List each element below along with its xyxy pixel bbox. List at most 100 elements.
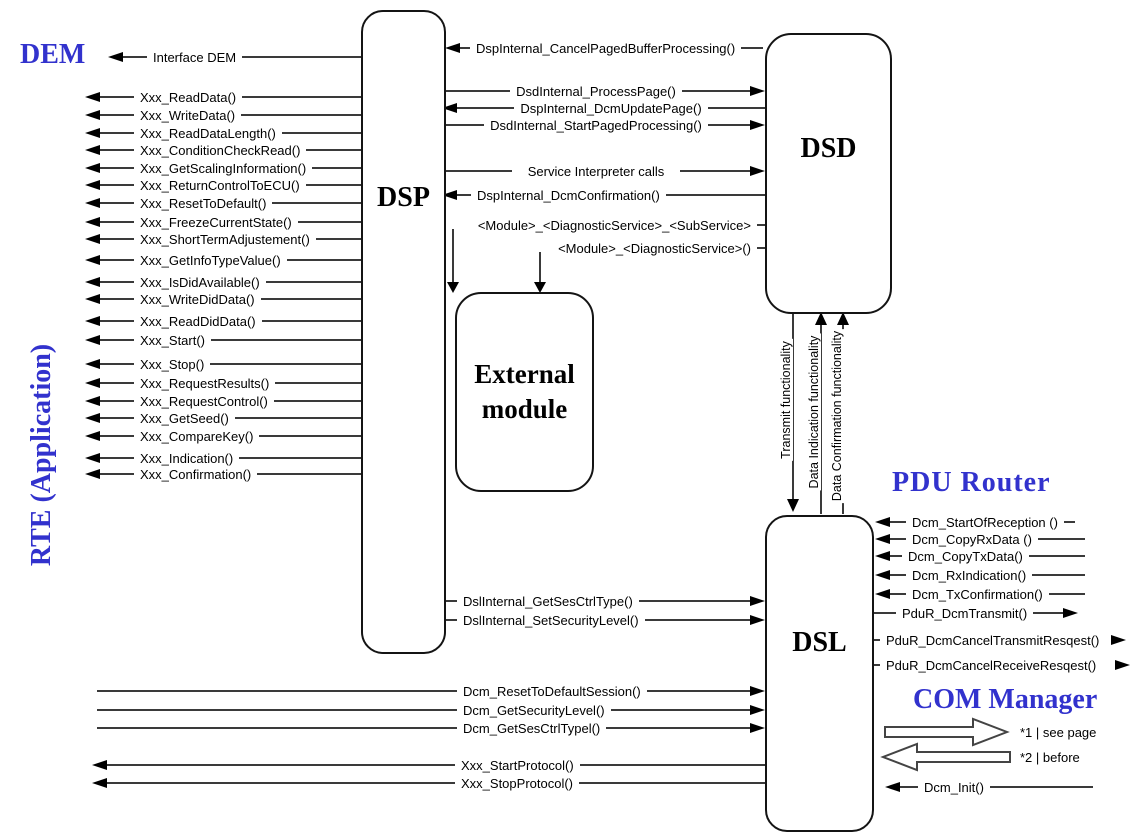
line xyxy=(100,457,134,459)
line xyxy=(100,114,134,116)
block-arrow-left-icon xyxy=(880,742,1011,772)
line xyxy=(442,124,485,126)
line xyxy=(741,47,763,49)
line xyxy=(457,194,471,196)
line xyxy=(100,184,134,186)
arrow-left-icon xyxy=(85,277,100,287)
line xyxy=(757,224,765,226)
arrow-left-icon xyxy=(85,128,100,138)
call-label: Xxx_ResetToDefault() xyxy=(140,195,267,211)
call-label: Xxx_CompareKey() xyxy=(140,428,254,444)
arrow-left-icon xyxy=(442,103,457,113)
call-row: Dcm_ResetToDefaultSession() xyxy=(97,683,765,699)
call-label: Dcm_ResetToDefaultSession() xyxy=(463,683,641,699)
line xyxy=(610,709,750,711)
line xyxy=(261,320,362,322)
call-label: Dcm_StartOfReception () xyxy=(912,514,1058,530)
call-row: DslInternal_GetSesCtrlType() xyxy=(441,593,765,609)
call-row: Xxx_GetScalingInformation() xyxy=(85,160,362,176)
call-label: DsdInternal_ProcessPage() xyxy=(516,83,676,99)
com-note-1: *1 | see page xyxy=(1020,725,1097,740)
call-row: DspInternal_DcmUpdatePage() xyxy=(442,100,765,116)
line xyxy=(644,619,750,621)
line xyxy=(1048,593,1085,595)
line xyxy=(579,782,765,784)
line xyxy=(989,786,1093,788)
call-label: Xxx_GetScalingInformation() xyxy=(140,160,307,176)
call-label: Dcm_GetSecurityLevel() xyxy=(463,702,605,718)
line xyxy=(457,107,515,109)
arrow-right-icon xyxy=(750,596,765,606)
call-row: DspInternal_CancelPagedBufferProcessing(… xyxy=(445,40,763,56)
line xyxy=(100,320,134,322)
arrow-left-icon xyxy=(875,570,890,580)
line xyxy=(638,600,750,602)
line xyxy=(100,473,134,475)
call-row: Xxx_StartProtocol() xyxy=(92,757,765,773)
com-note-2: *2 | before xyxy=(1020,750,1080,765)
line xyxy=(306,149,362,151)
line xyxy=(441,619,457,621)
line xyxy=(100,417,134,419)
line xyxy=(707,107,765,109)
line xyxy=(100,435,134,437)
line xyxy=(890,521,906,523)
arrow-right-icon xyxy=(1115,660,1130,670)
call-row: Dcm_RxIndication() xyxy=(875,567,1085,583)
external-module-title: External module xyxy=(474,358,575,424)
line xyxy=(260,298,362,300)
call-label: Dcm_TxConfirmation() xyxy=(912,586,1043,602)
call-row: Dcm_CopyRxData () xyxy=(875,531,1085,547)
arrow-down-icon xyxy=(787,499,799,512)
arrow-left-icon xyxy=(85,378,100,388)
arrow-left-icon xyxy=(85,110,100,120)
call-row: Xxx_ResetToDefault() xyxy=(85,195,362,211)
call-row: Interface DEM xyxy=(108,49,362,65)
arrow-left-icon xyxy=(875,517,890,527)
line xyxy=(890,538,906,540)
arrow-right-icon xyxy=(750,705,765,715)
line xyxy=(242,56,362,58)
call-label: Xxx_IsDidAvailable() xyxy=(140,274,260,290)
line xyxy=(100,298,134,300)
call-row: Service Interpreter calls xyxy=(442,163,765,179)
line xyxy=(890,574,906,576)
call-label: Dcm_Init() xyxy=(924,779,984,795)
arrow-right-icon xyxy=(1111,635,1126,645)
call-row: Dcm_GetSesCtrlTypel() xyxy=(97,720,765,736)
arrow-left-icon xyxy=(85,163,100,173)
line xyxy=(234,417,362,419)
line xyxy=(97,690,457,692)
call-label: Xxx_FreezeCurrentState() xyxy=(140,214,292,230)
line xyxy=(100,202,134,204)
line xyxy=(257,473,362,475)
call-row: DsdInternal_StartPagedProcessing() xyxy=(442,117,766,133)
arrow-left-icon xyxy=(92,778,107,788)
line xyxy=(100,167,134,169)
call-row: PduR_DcmCancelTransmitResqest() xyxy=(870,632,1126,648)
arrow-right-icon xyxy=(750,166,765,176)
call-label: DsdInternal_StartPagedProcessing() xyxy=(490,117,702,133)
line xyxy=(312,167,362,169)
line xyxy=(900,786,918,788)
call-label: Xxx_WriteDidData() xyxy=(140,291,255,307)
call-label: DspInternal_DcmUpdatePage() xyxy=(520,100,702,116)
link-label-transmit: Transmit functionality xyxy=(779,339,793,461)
arrow-left-icon xyxy=(85,180,100,190)
line xyxy=(100,339,134,341)
call-label: PduR_DcmTransmit() xyxy=(902,605,1028,621)
line xyxy=(870,612,896,614)
line xyxy=(579,764,765,766)
line xyxy=(272,202,362,204)
call-label: PduR_DcmCancelReceiveResqest() xyxy=(886,657,1097,673)
arrow-left-icon xyxy=(85,359,100,369)
line xyxy=(1032,574,1085,576)
link-label-data-indication: Data Indication functionality xyxy=(807,333,821,491)
line xyxy=(442,170,512,172)
call-row: DslInternal_SetSecurityLevel() xyxy=(441,612,765,628)
call-row: Xxx_WriteData() xyxy=(85,107,362,123)
arrow-left-icon xyxy=(85,92,100,102)
line xyxy=(100,259,134,261)
call-row: Dcm_Init() xyxy=(885,779,1093,795)
call-row: <Module>_<DiagnosticService>_<SubService… xyxy=(442,217,765,233)
